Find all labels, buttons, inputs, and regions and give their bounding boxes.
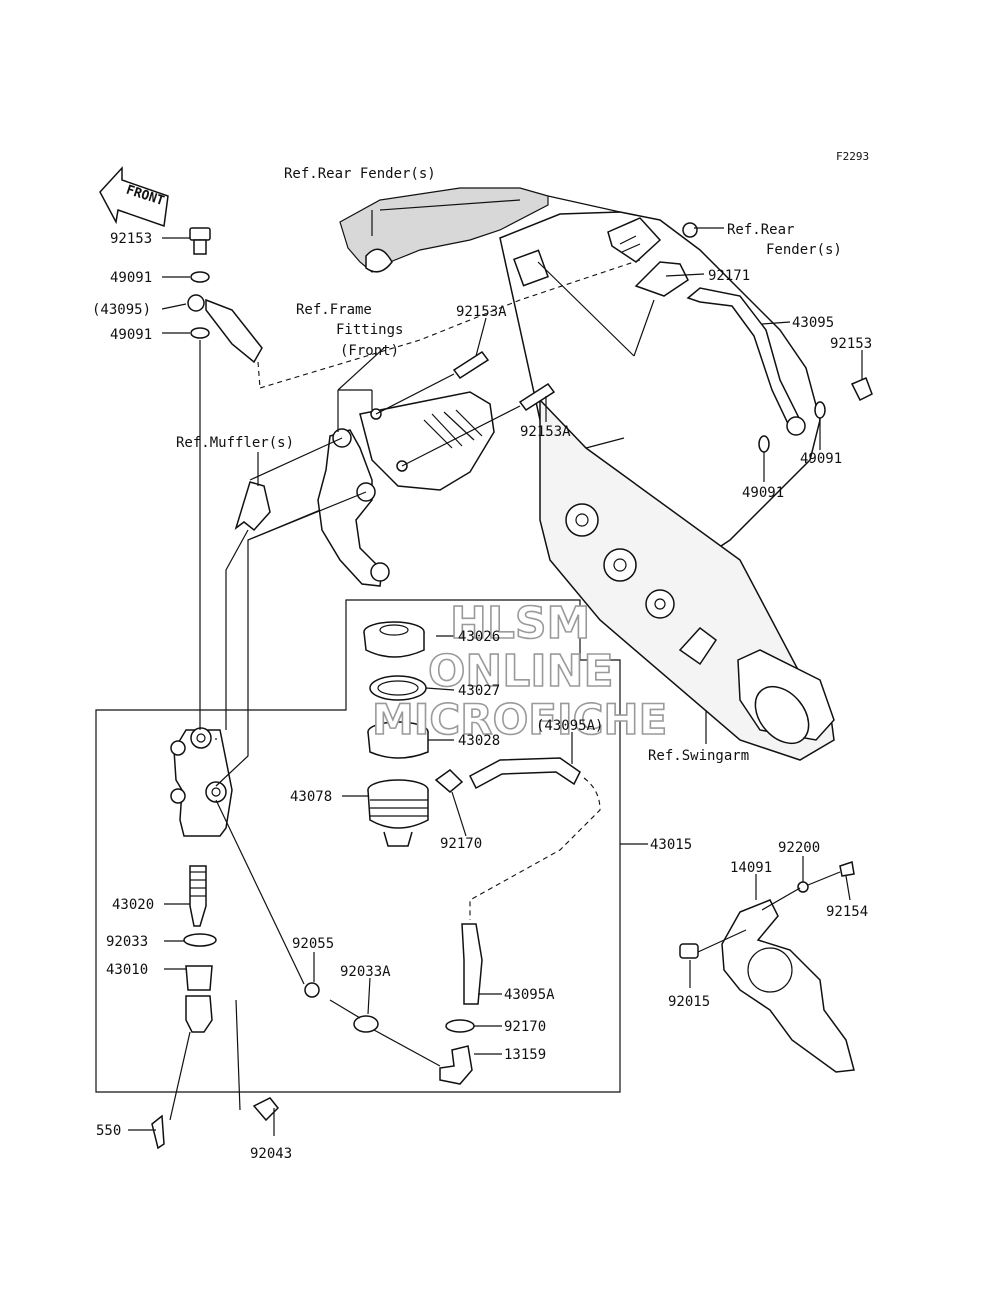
ref-rear-fender-right-1: Ref.Rear bbox=[727, 222, 794, 238]
front-arrow-icon: FRONT bbox=[99, 166, 169, 228]
reservoir-plate-43028 bbox=[367, 721, 429, 759]
part-49091-lower-left: 49091 bbox=[110, 327, 152, 343]
pin-92043 bbox=[252, 1097, 280, 1122]
part-92033: 92033 bbox=[106, 934, 148, 950]
washer-49091-lower bbox=[190, 327, 210, 339]
part-92153-right: 92153 bbox=[830, 336, 872, 352]
washer-49091-upper bbox=[190, 271, 210, 283]
ref-swingarm: Ref.Swingarm bbox=[648, 748, 749, 764]
ref-frame-1: Ref.Frame bbox=[296, 302, 372, 318]
bolt-92153-left bbox=[189, 227, 211, 255]
label-leaders bbox=[128, 210, 863, 1136]
part-92170-lower: 92170 bbox=[504, 1019, 546, 1035]
labels: F2293 Ref.Rear Fender(s) Ref.Rear Fender… bbox=[92, 150, 872, 1162]
bracket-muffler bbox=[234, 481, 271, 532]
hose-43095-right-shape bbox=[634, 222, 873, 453]
part-92043: 92043 bbox=[250, 1146, 292, 1162]
part-49091-upper-left: 49091 bbox=[110, 270, 152, 286]
part-550: 550 bbox=[96, 1123, 121, 1139]
boot-43010 bbox=[185, 965, 213, 1033]
ref-rear-fender-top: Ref.Rear Fender(s) bbox=[284, 166, 436, 182]
reservoir-tank-43078 bbox=[367, 779, 429, 847]
reservoir-cap-43026 bbox=[363, 621, 425, 658]
part-92200: 92200 bbox=[778, 840, 820, 856]
part-14091: 14091 bbox=[730, 860, 772, 876]
heat-shield-shape bbox=[359, 391, 495, 491]
pushrod-43020 bbox=[189, 865, 207, 927]
cotter-pin-550 bbox=[151, 1114, 165, 1150]
ref-frame-2: Fittings bbox=[336, 322, 403, 338]
bolt-92153a-upper bbox=[452, 350, 490, 380]
part-43095a-top: (43095A) bbox=[536, 718, 603, 734]
part-13159: 13159 bbox=[504, 1047, 546, 1063]
part-49091-right-b: 49091 bbox=[742, 485, 784, 501]
part-43095a-bottom: 43095A bbox=[504, 987, 555, 1003]
leader-lines bbox=[95, 195, 841, 1121]
frame-bracket-shape bbox=[317, 428, 390, 587]
part-43015: 43015 bbox=[650, 837, 692, 853]
o-ring-92055 bbox=[304, 982, 320, 998]
ref-rear-fender-right-2: Fender(s) bbox=[766, 242, 842, 258]
part-92154: 92154 bbox=[826, 904, 868, 920]
part-92171: 92171 bbox=[708, 268, 750, 284]
bolt-92153a-lower bbox=[518, 382, 556, 412]
part-43028: 43028 bbox=[458, 733, 500, 749]
part-43027: 43027 bbox=[458, 683, 500, 699]
part-92153a-upper: 92153A bbox=[456, 304, 507, 320]
part-43078: 43078 bbox=[290, 789, 332, 805]
heel-guard-shape bbox=[679, 861, 855, 1073]
part-92153-left: 92153 bbox=[110, 231, 152, 247]
rear-fender-shape bbox=[339, 187, 549, 273]
circlip-92033a bbox=[353, 1015, 379, 1033]
part-92033a: 92033A bbox=[340, 964, 391, 980]
part-92170-upper: 92170 bbox=[440, 836, 482, 852]
part-43095-right: 43095 bbox=[792, 315, 834, 331]
part-92055: 92055 bbox=[292, 936, 334, 952]
ref-frame-3: (Front) bbox=[340, 343, 399, 359]
part-49091-right-a: 49091 bbox=[800, 451, 842, 467]
watermark-line3: MICROFICHE bbox=[372, 695, 667, 744]
watermark: HLSM ONLINE MICROFICHE bbox=[371, 597, 668, 745]
banjo-43095-left bbox=[187, 294, 263, 364]
part-43026: 43026 bbox=[458, 629, 500, 645]
part-43010: 43010 bbox=[106, 962, 148, 978]
watermark-line1: HLSM bbox=[450, 598, 590, 649]
master-cylinder-shape bbox=[170, 727, 233, 837]
hose-43095a-shape bbox=[434, 757, 601, 1085]
part-92153a-lower: 92153A bbox=[520, 424, 571, 440]
part-43020: 43020 bbox=[112, 897, 154, 913]
part-43095-left: (43095) bbox=[92, 302, 151, 318]
muffler-shape bbox=[499, 211, 835, 761]
ref-muffler: Ref.Muffler(s) bbox=[176, 435, 294, 451]
watermark-line2: ONLINE bbox=[428, 646, 614, 697]
diagram-code: F2293 bbox=[836, 150, 869, 163]
circlip-92033 bbox=[183, 933, 217, 947]
part-92015: 92015 bbox=[668, 994, 710, 1010]
